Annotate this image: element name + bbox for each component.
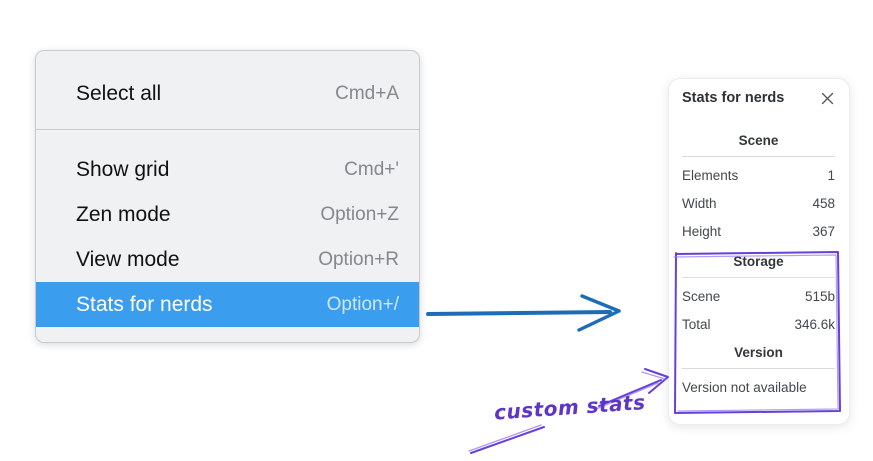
menu-item-shortcut: Option+Z xyxy=(320,203,399,225)
menu-item-shortcut: Option+/ xyxy=(326,293,399,315)
stat-label: Width xyxy=(682,196,717,211)
menu-item-label: Stats for nerds xyxy=(76,292,213,316)
close-button[interactable] xyxy=(819,90,835,106)
stat-value: 346.6k xyxy=(794,317,835,332)
stat-value: 367 xyxy=(812,224,835,239)
stat-row-total-storage: Total 346.6k xyxy=(682,315,835,334)
menu-item-stats-for-nerds[interactable]: Stats for nerds Option+/ xyxy=(36,282,419,327)
stat-label: Total xyxy=(682,317,711,332)
stat-label: Height xyxy=(682,224,722,239)
menu-item-label: Show grid xyxy=(76,157,170,181)
menu-item-show-grid[interactable]: Show grid Cmd+' xyxy=(36,147,419,192)
stat-value: 515b xyxy=(804,289,835,304)
close-icon xyxy=(821,92,833,104)
menu-item-shortcut: Cmd+A xyxy=(335,83,399,104)
section-heading-scene: Scene xyxy=(682,133,835,157)
stat-row-scene-storage: Scene 515b xyxy=(682,287,835,306)
menu-item-label: Zen mode xyxy=(76,202,171,226)
menu-item-zen-mode[interactable]: Zen mode Option+Z xyxy=(36,192,419,237)
section-heading-storage: Storage xyxy=(682,254,835,278)
custom-stats-label: custom stats xyxy=(493,390,647,425)
stats-panel-title: Stats for nerds xyxy=(682,90,785,106)
stat-row-elements: Elements 1 xyxy=(682,166,835,185)
stat-label: Elements xyxy=(682,168,739,183)
menu-item-select-all[interactable]: Select all Cmd+A xyxy=(36,59,419,129)
stats-panel-header: Stats for nerds xyxy=(682,89,835,107)
purple-pointer-line xyxy=(468,424,545,454)
menu-item-label: View mode xyxy=(76,247,180,271)
section-heading-version: Version xyxy=(682,345,835,369)
menu-item-shortcut: Option+R xyxy=(318,248,399,270)
version-note: Version not available xyxy=(682,380,807,395)
menu-item-shortcut: Cmd+' xyxy=(344,158,399,180)
menu-item-label: Select all xyxy=(76,82,162,105)
stat-value: 1 xyxy=(827,168,835,183)
stats-panel: Stats for nerds Scene Elements 1 Width 4… xyxy=(668,78,850,425)
blue-arrow xyxy=(426,294,621,332)
stat-row-width: Width 458 xyxy=(682,194,835,213)
stat-label: Scene xyxy=(682,289,721,304)
menu-item-view-mode[interactable]: View mode Option+R xyxy=(36,237,419,282)
context-menu: Select all Cmd+A Show grid Cmd+' Zen mod… xyxy=(35,50,420,343)
stat-row-height: Height 367 xyxy=(682,222,835,241)
menu-divider xyxy=(36,129,419,130)
stat-value: 458 xyxy=(812,196,835,211)
